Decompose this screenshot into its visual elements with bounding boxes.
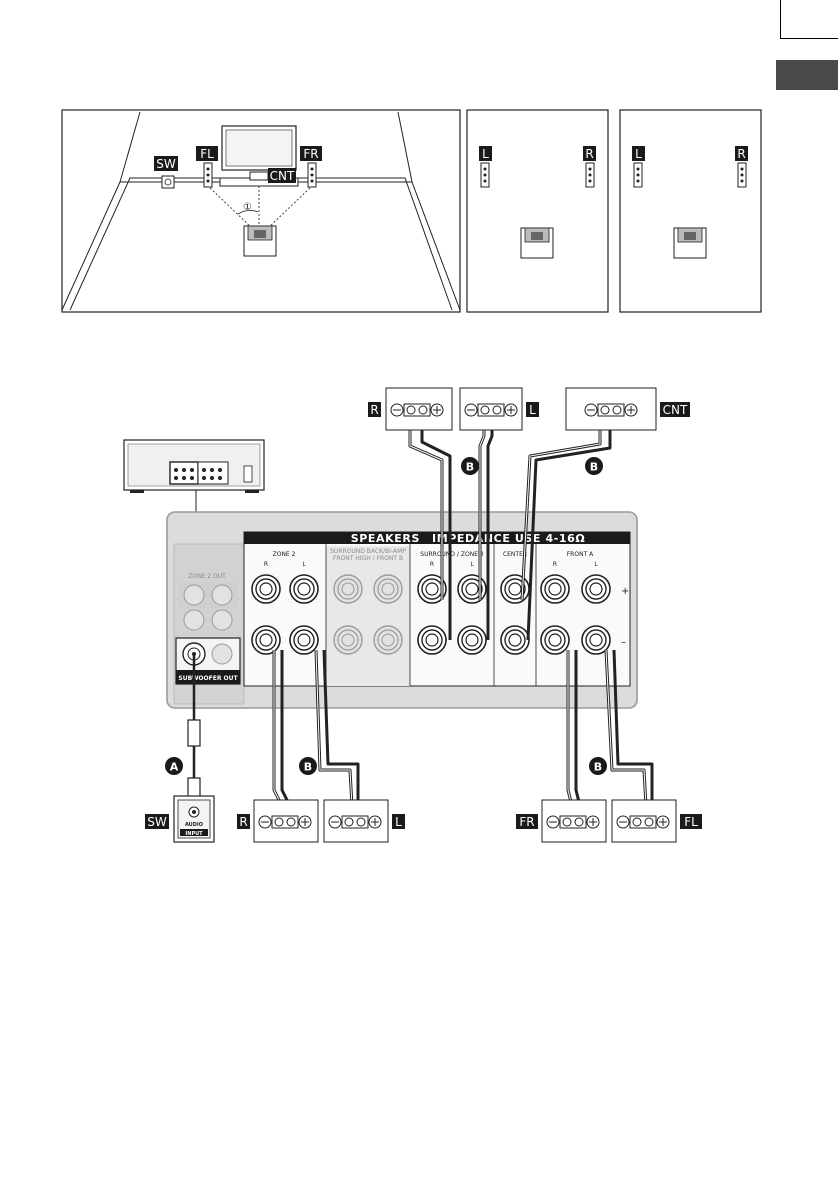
subwoofer-out-label: SUBWOOFER OUT: [178, 675, 238, 682]
listener-chair-icon: [674, 228, 706, 258]
front-l-plus-terminal: [582, 575, 610, 603]
l-badge: L: [529, 403, 536, 417]
room-layout-zone-a: L R: [467, 110, 608, 312]
receiver-thumbnail: [124, 440, 264, 512]
r-badge: R: [583, 146, 596, 161]
subwoofer-input-box: AUDIO INPUT SW: [145, 796, 214, 842]
room-layout-main: ① SW FL FR CNT: [62, 110, 460, 312]
cnt-badge: CNT: [663, 403, 688, 417]
zone2-r-marker: R: [264, 561, 268, 568]
l-badge: L: [479, 146, 492, 161]
svg-text:B: B: [590, 461, 598, 474]
input-label: INPUT: [185, 831, 203, 837]
front-l-minus-terminal: [582, 626, 610, 654]
center-minus-terminal: [501, 626, 529, 654]
front-a-label: FRONT A: [567, 551, 594, 558]
surround-r-minus-terminal: [418, 626, 446, 654]
svg-text:A: A: [170, 761, 179, 774]
angle-marker: ①: [243, 202, 252, 213]
front-r-marker: R: [553, 561, 557, 568]
cable-marker-b-top-left: B: [461, 457, 479, 475]
zone2-l-plus-terminal: [290, 575, 318, 603]
minus-marker: –: [621, 637, 626, 648]
cable-marker-b-bottom-right: B: [589, 757, 607, 775]
room-layout-zone-b: L R: [620, 110, 761, 312]
svg-text:R: R: [737, 147, 745, 161]
svg-text:L: L: [482, 147, 489, 161]
center-speaker-icon: [250, 172, 268, 180]
surround-r-marker: R: [430, 561, 434, 568]
surround-back-label: SURROUND BACK/BI-AMP: [330, 548, 406, 555]
front-left-speaker-icon: [204, 163, 212, 187]
front-r-plus-terminal: [541, 575, 569, 603]
speaker-box-center: CNT: [566, 388, 690, 430]
cable-marker-b-bottom-left: B: [299, 757, 317, 775]
sw-badge: SW: [147, 815, 167, 829]
cable-marker-b-top-right: B: [585, 457, 603, 475]
audio-label: AUDIO: [185, 822, 203, 828]
front-high-label: FRONT HIGH / FRONT B: [333, 555, 403, 562]
r-badge: R: [370, 403, 378, 417]
front-r-minus-terminal: [541, 626, 569, 654]
fr-badge: FR: [300, 146, 322, 161]
fl-badge: FL: [684, 815, 698, 829]
speaker-box-surround-r: R: [368, 388, 452, 430]
listener-chair-icon: [244, 226, 276, 256]
surround-l-plus-terminal: [458, 575, 486, 603]
svg-text:B: B: [466, 461, 474, 474]
zone2-l-minus-terminal: [290, 626, 318, 654]
r-badge: R: [239, 815, 247, 829]
zone2-out-label: ZONE 2 OUT: [188, 573, 226, 580]
right-speaker-icon: [586, 163, 594, 187]
left-speaker-icon: [634, 163, 642, 187]
zone2-r-minus-terminal: [252, 626, 280, 654]
surround-zone3-label: SURROUND / ZONE 3: [420, 551, 484, 558]
zone2-r-plus-terminal: [252, 575, 280, 603]
r-badge: R: [735, 146, 748, 161]
fr-badge: FR: [519, 815, 534, 829]
surround-l-minus-terminal: [458, 626, 486, 654]
speaker-box-front-l: FL: [612, 800, 702, 842]
fl-badge: FL: [196, 146, 218, 161]
cnt-badge: CNT: [268, 168, 296, 183]
svg-text:FL: FL: [200, 147, 214, 161]
right-speaker-icon: [738, 163, 746, 187]
l-badge: L: [395, 815, 402, 829]
speaker-box-surround-l: L: [460, 388, 539, 430]
svg-text:L: L: [635, 147, 642, 161]
impedance-header: IMPEDANCE USE 4-16Ω: [432, 532, 585, 545]
speaker-box-zone2-l: L: [324, 800, 405, 842]
left-speaker-icon: [481, 163, 489, 187]
svg-text:SW: SW: [156, 157, 176, 171]
svg-text:B: B: [304, 761, 312, 774]
front-right-speaker-icon: [308, 163, 316, 187]
svg-text:B: B: [594, 761, 602, 774]
sw-badge: SW: [154, 156, 178, 171]
svg-text:CNT: CNT: [270, 169, 295, 183]
center-plus-terminal: [501, 575, 529, 603]
cable-marker-a: A: [165, 757, 183, 775]
svg-text:FR: FR: [303, 147, 318, 161]
speaker-box-zone2-r: R: [237, 800, 318, 842]
l-badge: L: [632, 146, 645, 161]
speakers-header: SPEAKERS: [351, 532, 420, 545]
plus-marker: +: [621, 586, 629, 597]
svg-text:R: R: [585, 147, 593, 161]
zone2-label: ZONE 2: [273, 551, 296, 558]
speaker-box-front-r: FR: [516, 800, 606, 842]
listener-chair-icon: [521, 228, 553, 258]
